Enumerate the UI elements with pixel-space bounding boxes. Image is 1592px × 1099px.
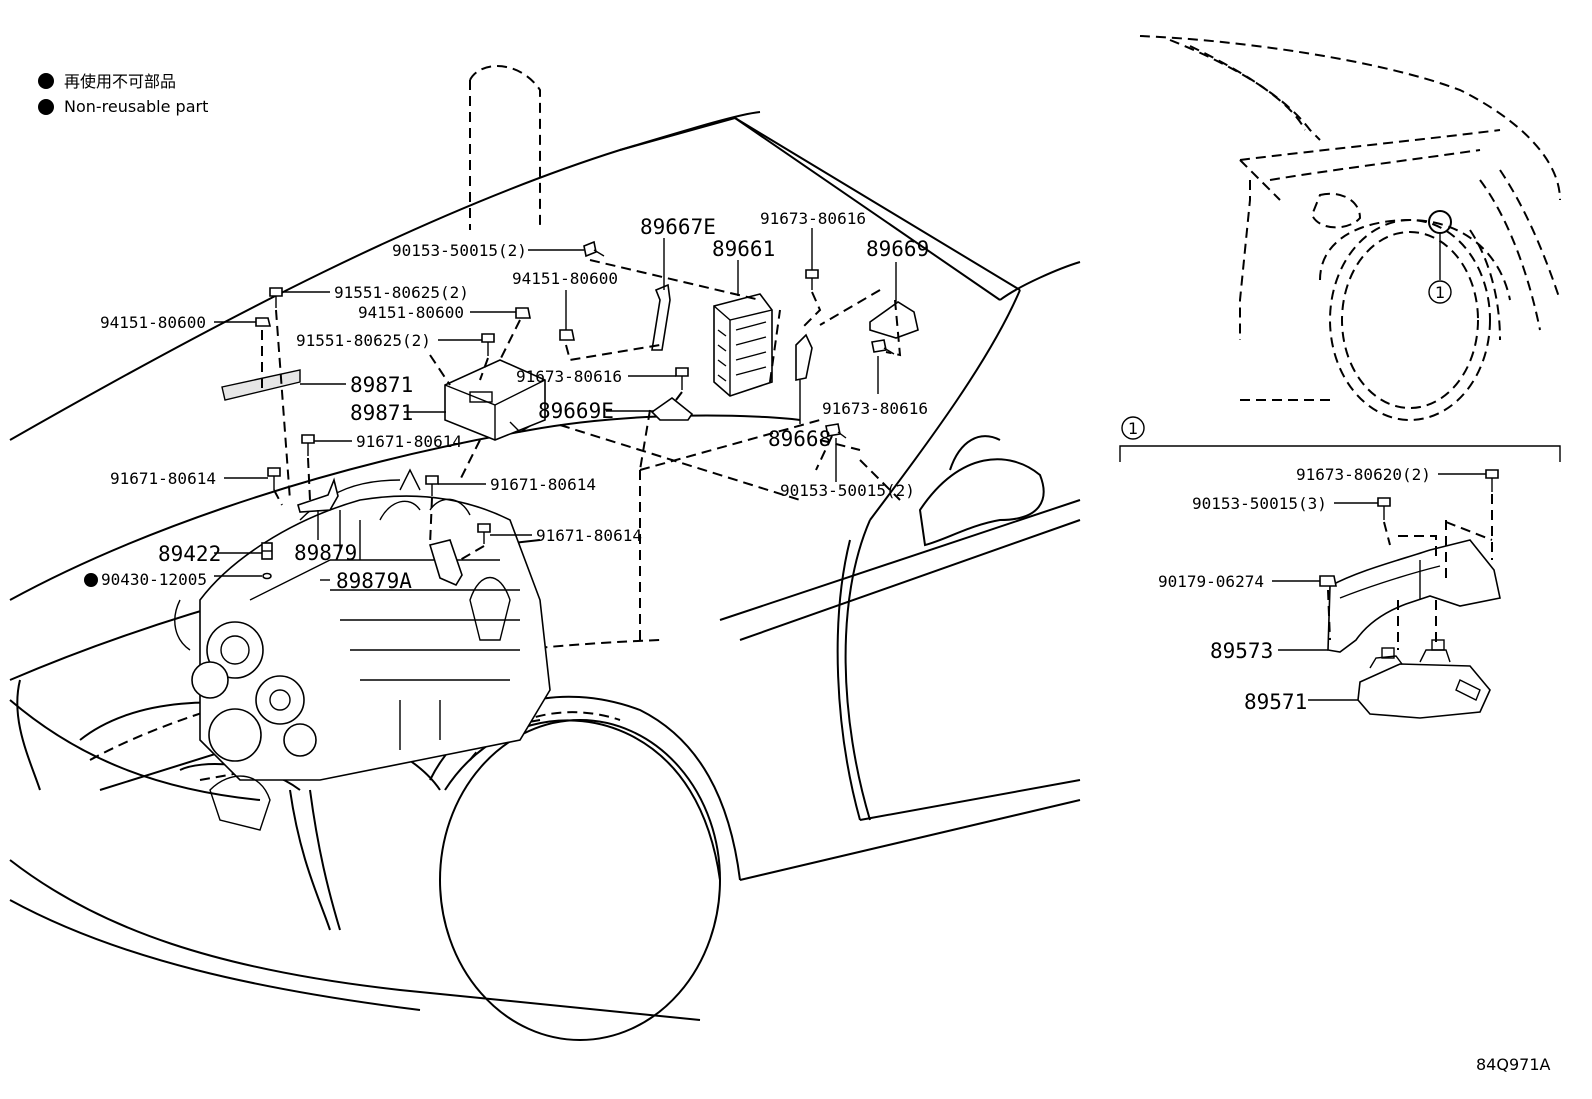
label-90153-50015-top: 90153-50015(2) [392, 241, 527, 260]
legend: 再使用不可部品 Non-reusable part [38, 72, 208, 116]
fasteners [255, 240, 895, 544]
assembly-dashes [261, 259, 902, 561]
bolt-icon [805, 269, 819, 290]
label-91671-80614-b: 91671-80614 [110, 469, 216, 488]
bolt-icon [583, 240, 605, 258]
nut-icon [515, 307, 531, 319]
label-89669: 89669 [866, 237, 929, 261]
label-94151-80600-left: 94151-80600 [100, 313, 206, 332]
label-89669E: 89669E [538, 399, 614, 423]
label-91673-80616-mid: 91673-80616 [516, 367, 622, 386]
bracket-89879 [297, 477, 339, 513]
detail-callout-circle [1121, 416, 1145, 440]
label-94151-80600-ecu: 94151-80600 [512, 269, 618, 288]
figure-code: 84Q971A [1476, 1055, 1550, 1074]
label-91551-80625-b: 91551-80625(2) [296, 331, 431, 350]
label-89573: 89573 [1210, 639, 1273, 663]
legend-text-en: Non-reusable part [64, 97, 208, 116]
nut-icon [1319, 575, 1337, 587]
module-89571 [1357, 639, 1491, 719]
nut-icon [255, 317, 272, 327]
label-91551-80625-a: 91551-80625(2) [334, 283, 469, 302]
bolt-icon [481, 333, 495, 356]
nut-icon [559, 329, 575, 341]
label-90153-50015-bottom: 90153-50015(2) [780, 481, 915, 500]
callout-number: 1 [1435, 283, 1445, 302]
bolt-icon [425, 475, 439, 496]
label-91673-80620: 91673-80620(2) [1296, 465, 1431, 484]
detail-callout-number: 1 [1128, 419, 1138, 438]
detail-view-1: 1 91673-80620 [1119, 416, 1561, 719]
bolt-icon [301, 434, 315, 456]
label-89422: 89422 [158, 542, 221, 566]
part-labels: 90153-50015(2) 91551-80625(2) 94151-8060… [84, 209, 929, 593]
bracket-89667E [651, 283, 671, 351]
module-89871 [444, 359, 546, 441]
label-89871-b: 89871 [350, 401, 413, 425]
label-91673-80616-right: 91673-80616 [822, 399, 928, 418]
label-91671-80614-a: 91671-80614 [356, 432, 462, 451]
rear-component-marker [1428, 210, 1452, 234]
gasket-90430-12005 [262, 572, 272, 580]
label-94151-80600-mid: 94151-80600 [358, 303, 464, 322]
bracket-89668 [795, 333, 813, 381]
bolt-icon [1485, 469, 1499, 492]
label-91673-80616-top: 91673-80616 [760, 209, 866, 228]
sensor-89422 [261, 542, 273, 560]
bracket-89573 [1327, 539, 1501, 653]
label-89668: 89668 [768, 427, 831, 451]
rear-view: 1 [1139, 35, 1561, 421]
label-89661: 89661 [712, 237, 775, 261]
label-90179-06274: 90179-06274 [1158, 572, 1264, 591]
bracket-89669 [869, 301, 919, 339]
bolt-icon [825, 423, 847, 439]
non-reusable-dot-icon [38, 99, 54, 115]
label-91671-80614-d: 91671-80614 [536, 526, 642, 545]
label-89879: 89879 [294, 541, 357, 565]
label-90430-12005: 90430-12005 [101, 570, 207, 589]
label-89879A: 89879A [336, 569, 412, 593]
non-reusable-dot-icon [84, 573, 98, 587]
bolt-icon [871, 339, 895, 355]
label-89667E: 89667E [640, 215, 716, 239]
bolt-icon [477, 523, 491, 544]
ecu-89661 [713, 293, 773, 397]
legend-text-jp: 再使用不可部品 [64, 72, 176, 91]
bolt-icon [269, 287, 283, 308]
bolt-icon [267, 467, 281, 490]
label-89571: 89571 [1244, 690, 1307, 714]
label-90153-50015-3: 90153-50015(3) [1192, 494, 1327, 513]
bracket-89669E [650, 397, 694, 421]
callout-circle [1428, 280, 1452, 304]
engine-assembly [174, 468, 551, 831]
bracket-89879A [428, 539, 463, 587]
bolt-icon [1377, 497, 1391, 520]
non-reusable-dot-icon [38, 73, 54, 89]
bolt-icon [675, 367, 689, 390]
label-91671-80614-c: 91671-80614 [490, 475, 596, 494]
leader-lines [214, 228, 897, 581]
label-89871-a: 89871 [350, 373, 413, 397]
